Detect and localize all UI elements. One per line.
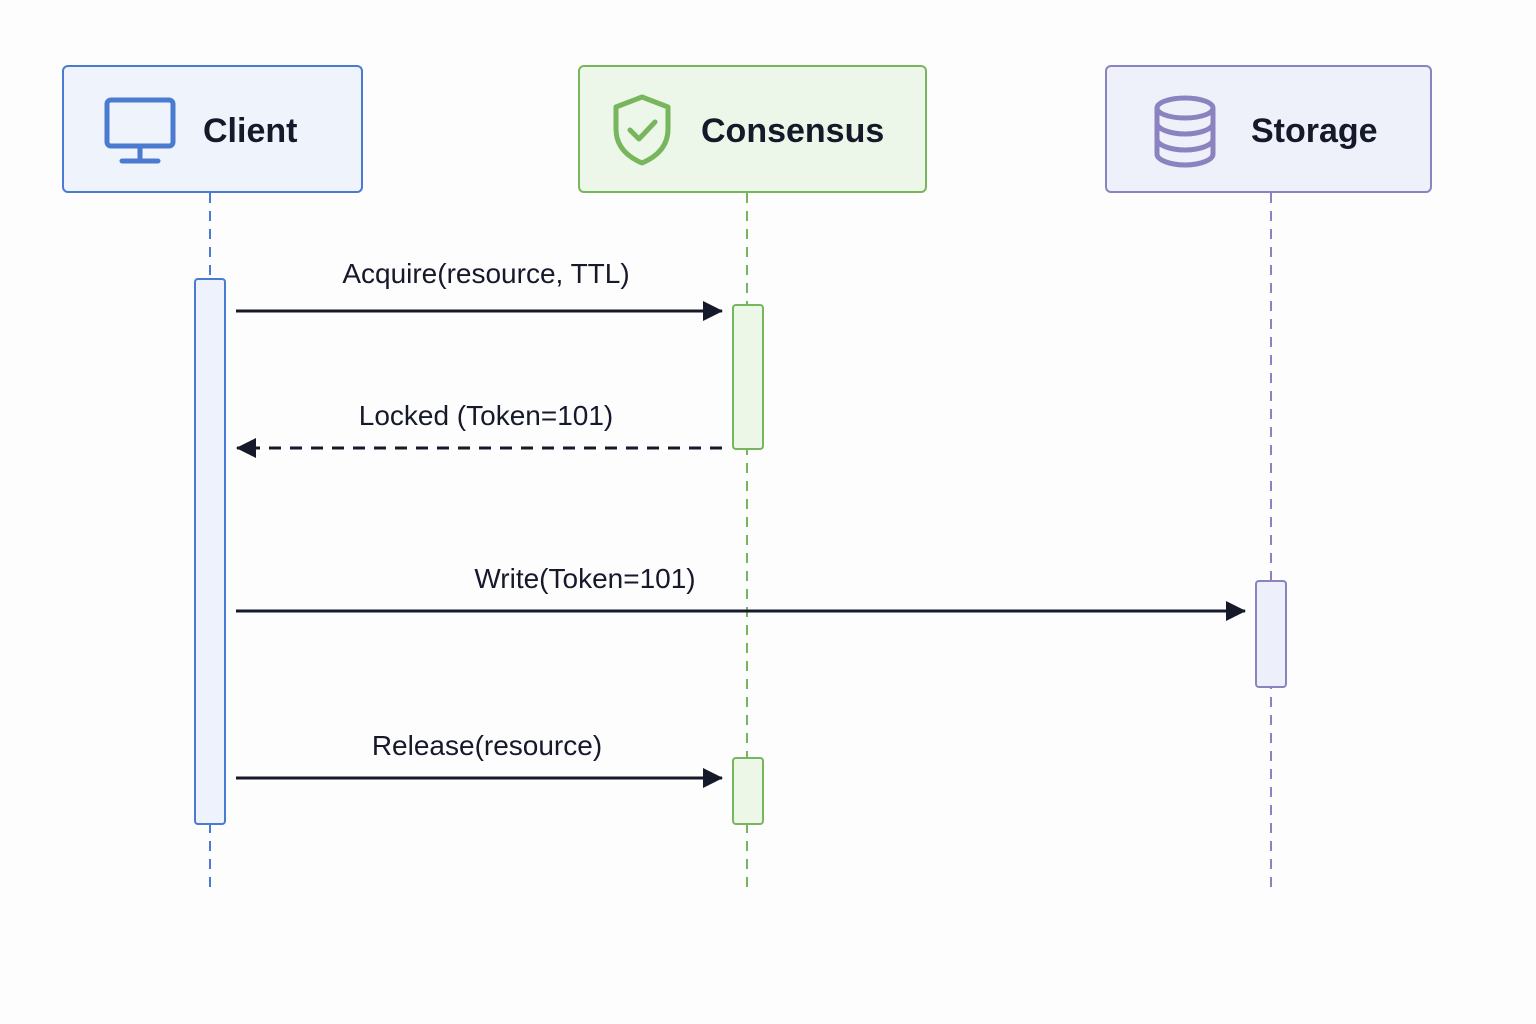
- database-icon: [1153, 95, 1217, 174]
- acquire-message-label: Acquire(resource, TTL): [342, 258, 630, 289]
- participant-storage-label: Storage: [1251, 112, 1378, 150]
- monitor-icon: [104, 97, 176, 172]
- participant-consensus: Consensus: [578, 65, 927, 193]
- locked-message-label: Locked (Token=101): [358, 400, 614, 431]
- participant-client-label: Client: [203, 112, 298, 150]
- storage-activation-bar: [1255, 580, 1287, 688]
- release-message-label: Release(resource): [371, 730, 603, 761]
- participant-storage: Storage: [1105, 65, 1432, 193]
- write-message-label: Write(Token=101): [474, 563, 696, 594]
- consensus-activation-bar: [732, 304, 764, 450]
- participant-consensus-label: Consensus: [701, 112, 885, 150]
- consensus-activation-bar: [732, 757, 764, 825]
- client-activation-bar: [194, 278, 226, 825]
- participant-client: Client: [62, 65, 363, 193]
- shield-check-icon: [610, 93, 674, 172]
